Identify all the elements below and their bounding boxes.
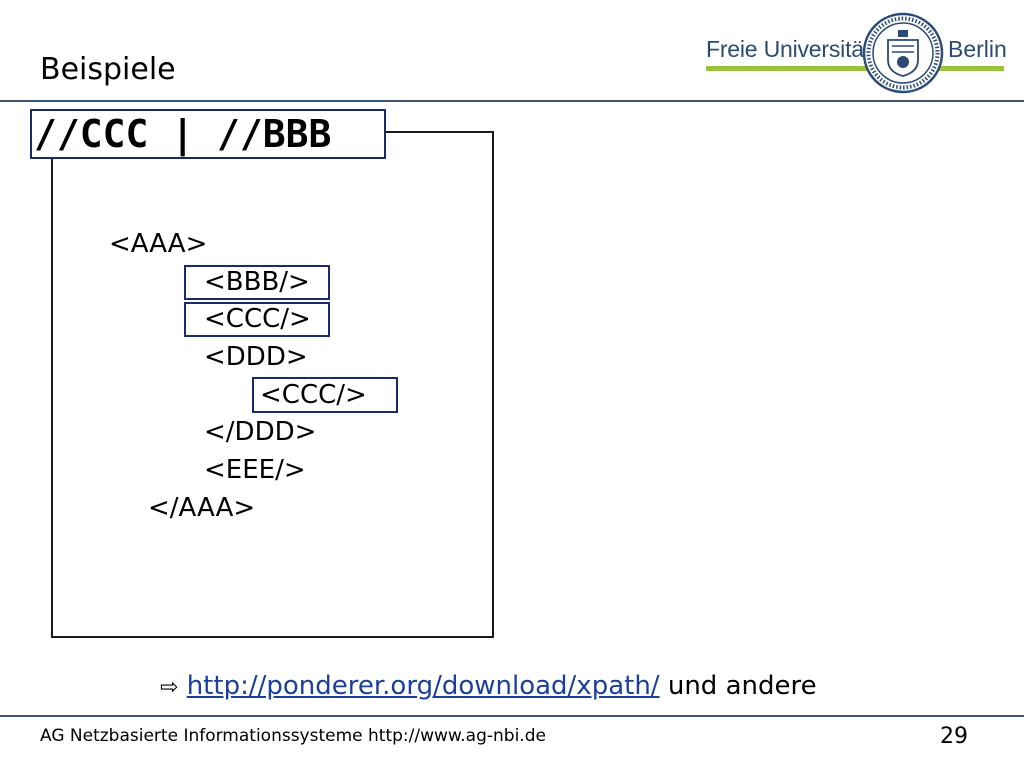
logo-text-right: Berlin [948, 36, 1007, 62]
slide-title: Beispiele [40, 52, 176, 87]
arrow-right-icon: ⇨ [160, 675, 179, 700]
xml-line-aaa-open: <AAA> [109, 229, 208, 259]
page-number: 29 [940, 724, 968, 749]
xml-line-aaa-close: </AAA> [148, 493, 256, 523]
logo-text-left: Freie Universität [706, 36, 871, 62]
university-seal-icon [862, 12, 944, 94]
xml-line-nested-ccc: <CCC/> [260, 380, 367, 410]
xml-line-ccc: <CCC/> [204, 304, 311, 334]
xml-line-ddd-close: </DDD> [204, 417, 317, 447]
footer-text: AG Netzbasierte Informationssysteme http… [40, 726, 546, 746]
match-highlight-nested-ccc [252, 377, 398, 413]
xml-line-bbb: <BBB/> [204, 267, 310, 297]
xpath-query-box [30, 109, 386, 159]
footer-rule [0, 715, 1024, 717]
reference-suffix: und andere [659, 671, 817, 701]
match-highlight-ccc [184, 302, 330, 337]
reference-link[interactable]: http://ponderer.org/download/xpath/ [186, 671, 660, 701]
xml-line-ddd-open: <DDD> [204, 342, 308, 372]
match-highlight-bbb [184, 265, 330, 300]
xpath-query: //CCC | //BBB [34, 112, 332, 156]
xml-line-eee: <EEE/> [204, 455, 306, 485]
header-rule [0, 100, 1024, 102]
logo-underline [706, 66, 1004, 71]
reference-line: ⇨ http://ponderer.org/download/xpath/ un… [160, 668, 817, 706]
